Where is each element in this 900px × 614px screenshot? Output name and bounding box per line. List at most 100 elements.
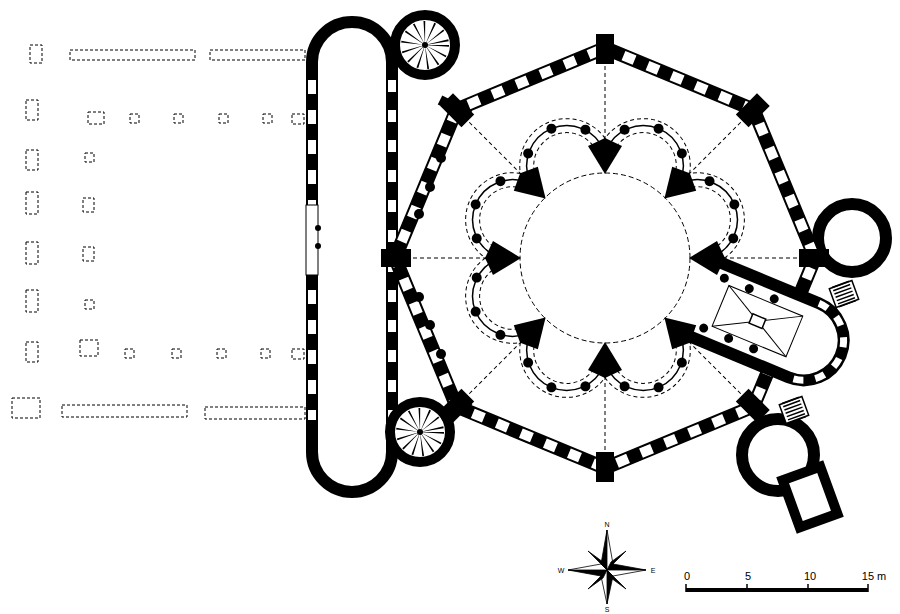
compass-rose bbox=[607, 551, 626, 570]
stair-tower bbox=[412, 32, 438, 58]
stair-tower bbox=[395, 15, 455, 75]
column bbox=[436, 153, 446, 163]
atrium-remains bbox=[70, 50, 195, 60]
scale-bar bbox=[807, 584, 809, 592]
atrium-remains bbox=[174, 114, 183, 123]
pier bbox=[588, 34, 622, 174]
atrium-remains bbox=[26, 192, 38, 214]
chancel bbox=[718, 272, 730, 284]
atrium-remains bbox=[205, 407, 305, 419]
scale-bar bbox=[746, 584, 748, 592]
stairs bbox=[779, 396, 808, 423]
atrium-remains bbox=[210, 50, 305, 60]
chancel bbox=[712, 286, 803, 357]
chancel bbox=[698, 322, 710, 334]
column bbox=[414, 209, 424, 219]
stairs bbox=[829, 280, 858, 307]
stair-tower bbox=[407, 419, 433, 445]
narthex bbox=[312, 22, 392, 492]
atrium-remains bbox=[88, 112, 104, 124]
scale-label: 15 m bbox=[862, 571, 886, 582]
column bbox=[425, 182, 435, 192]
compass-rose bbox=[607, 564, 646, 570]
chancel bbox=[712, 286, 803, 357]
atrium-remains bbox=[172, 349, 181, 358]
scale-label: 10 bbox=[804, 571, 816, 582]
pier bbox=[451, 158, 530, 263]
compass-letter: N bbox=[604, 521, 609, 528]
scale-bar bbox=[867, 584, 869, 592]
pier bbox=[679, 158, 758, 263]
atrium-remains bbox=[125, 349, 134, 358]
atrium-remains bbox=[85, 153, 94, 162]
pier bbox=[600, 332, 705, 411]
compass-rose bbox=[607, 570, 646, 576]
compass-letter: W bbox=[558, 567, 565, 574]
atrium-remains bbox=[217, 349, 226, 358]
narthex bbox=[315, 225, 321, 231]
atrium-remains bbox=[12, 398, 40, 418]
compass-letter: S bbox=[605, 606, 610, 613]
atrium-remains bbox=[130, 114, 139, 123]
scale-label: 0 bbox=[684, 571, 690, 582]
scale-bar bbox=[686, 588, 868, 592]
scale-label: 5 bbox=[745, 571, 751, 582]
atrium-remains bbox=[83, 247, 94, 261]
chancel bbox=[677, 257, 855, 392]
atrium-remains bbox=[292, 349, 304, 359]
pier bbox=[435, 88, 558, 211]
chancel bbox=[677, 257, 855, 392]
column bbox=[436, 349, 446, 359]
chancel bbox=[749, 314, 766, 329]
pier bbox=[435, 305, 558, 428]
stairs bbox=[779, 280, 858, 423]
pier bbox=[588, 342, 622, 482]
pier bbox=[505, 104, 610, 183]
pier bbox=[381, 241, 521, 275]
atrium-remains bbox=[26, 150, 38, 170]
atrium-remains bbox=[30, 45, 42, 63]
column bbox=[414, 153, 446, 359]
atrium-remains bbox=[26, 100, 38, 120]
atrium-remains bbox=[26, 342, 38, 362]
pier bbox=[381, 34, 829, 482]
atrium-remains bbox=[80, 340, 98, 356]
narthex bbox=[306, 205, 318, 275]
compass-rose bbox=[607, 570, 626, 589]
atrium-remains bbox=[292, 114, 304, 124]
atrium-remains bbox=[219, 114, 228, 123]
chancel bbox=[712, 286, 803, 357]
scale-bar bbox=[686, 584, 868, 592]
narthex bbox=[315, 243, 321, 249]
atrium-remains bbox=[26, 290, 38, 312]
pier bbox=[600, 104, 705, 183]
stair-tower bbox=[422, 42, 428, 48]
atrium-remains bbox=[83, 198, 94, 212]
stairs bbox=[840, 284, 848, 305]
atrium-remains bbox=[263, 114, 272, 123]
atrium-remains bbox=[85, 300, 94, 309]
compass-rose bbox=[568, 530, 646, 604]
narthex bbox=[306, 22, 392, 492]
compass-rose bbox=[588, 551, 607, 570]
pier bbox=[652, 88, 775, 211]
column bbox=[414, 292, 424, 302]
side-chamber bbox=[783, 467, 838, 528]
compass-rose bbox=[588, 570, 607, 589]
atrium-remains bbox=[261, 349, 270, 358]
pier bbox=[451, 253, 530, 358]
chancel bbox=[712, 286, 803, 357]
column bbox=[425, 320, 435, 330]
compass-letter: E bbox=[651, 567, 656, 574]
pier bbox=[505, 332, 610, 411]
compass-rose bbox=[568, 564, 607, 570]
atrium-remains bbox=[26, 242, 38, 264]
compass-rose bbox=[568, 570, 607, 576]
pier bbox=[520, 173, 690, 343]
stair-tower bbox=[417, 429, 423, 435]
atrium-remains bbox=[62, 405, 187, 417]
scale-bar bbox=[685, 584, 687, 592]
